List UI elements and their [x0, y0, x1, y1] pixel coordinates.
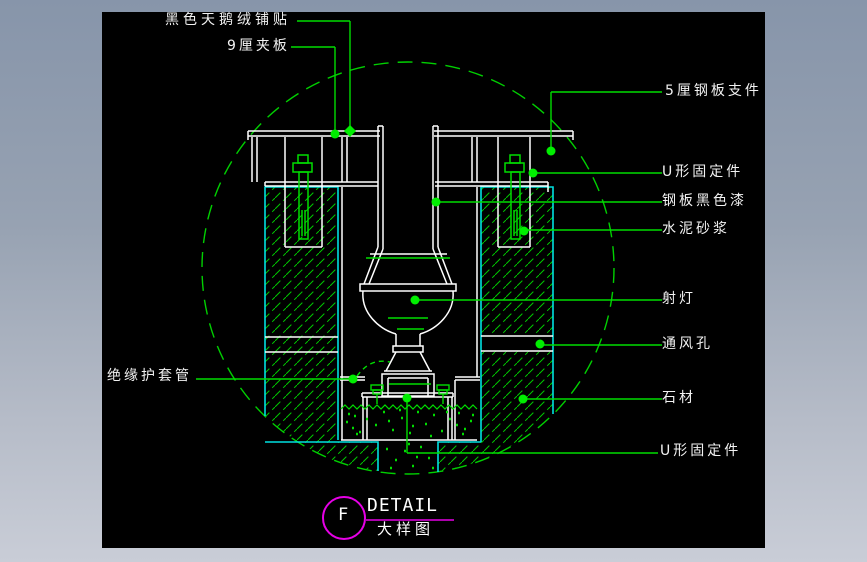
label-insulation-sleeve: 绝缘护套管: [107, 368, 192, 384]
label-u-fixing-bottom: U形固定件: [660, 443, 742, 459]
anchor-bolt-left: [292, 154, 313, 240]
label-steel-black-paint: 钢板黑色漆: [662, 193, 747, 209]
label-cement-mortar: 水泥砂浆: [662, 221, 730, 237]
drawing-viewport[interactable]: [102, 12, 765, 548]
vent-band-lines: [265, 335, 553, 353]
label-spotlight: 射灯: [662, 291, 696, 307]
spotlight-fixture: [359, 125, 457, 440]
leader-dots: [330, 125, 556, 404]
ceiling-frame: [247, 130, 574, 248]
recess-structure: [340, 187, 480, 441]
concrete-stipple: [346, 408, 474, 470]
detail-boundary-circle: [201, 61, 615, 475]
detail-ref-letter: F: [338, 505, 349, 525]
label-plywood: 9厘夹板: [227, 38, 290, 54]
detail-title-en: DETAIL: [367, 495, 439, 516]
title-block: [322, 496, 454, 540]
detail-title-cn: 大样图: [377, 520, 435, 538]
mortar-level-line: [340, 404, 478, 410]
leader-lines: [196, 20, 662, 454]
label-stone: 石材: [662, 390, 696, 406]
velvet-diamond-marker: [344, 125, 356, 137]
anchor-bolt-right: [504, 154, 525, 240]
label-steel-support: 5厘钢板支件: [665, 83, 762, 99]
label-u-fixing-top: U形固定件: [662, 164, 744, 180]
label-velvet: 黑色天鹅绒铺贴: [165, 12, 291, 28]
base-plate-bolts: [366, 257, 450, 404]
label-vent-hole: 通风孔: [662, 336, 713, 352]
detail-ref-circle: [322, 496, 366, 540]
